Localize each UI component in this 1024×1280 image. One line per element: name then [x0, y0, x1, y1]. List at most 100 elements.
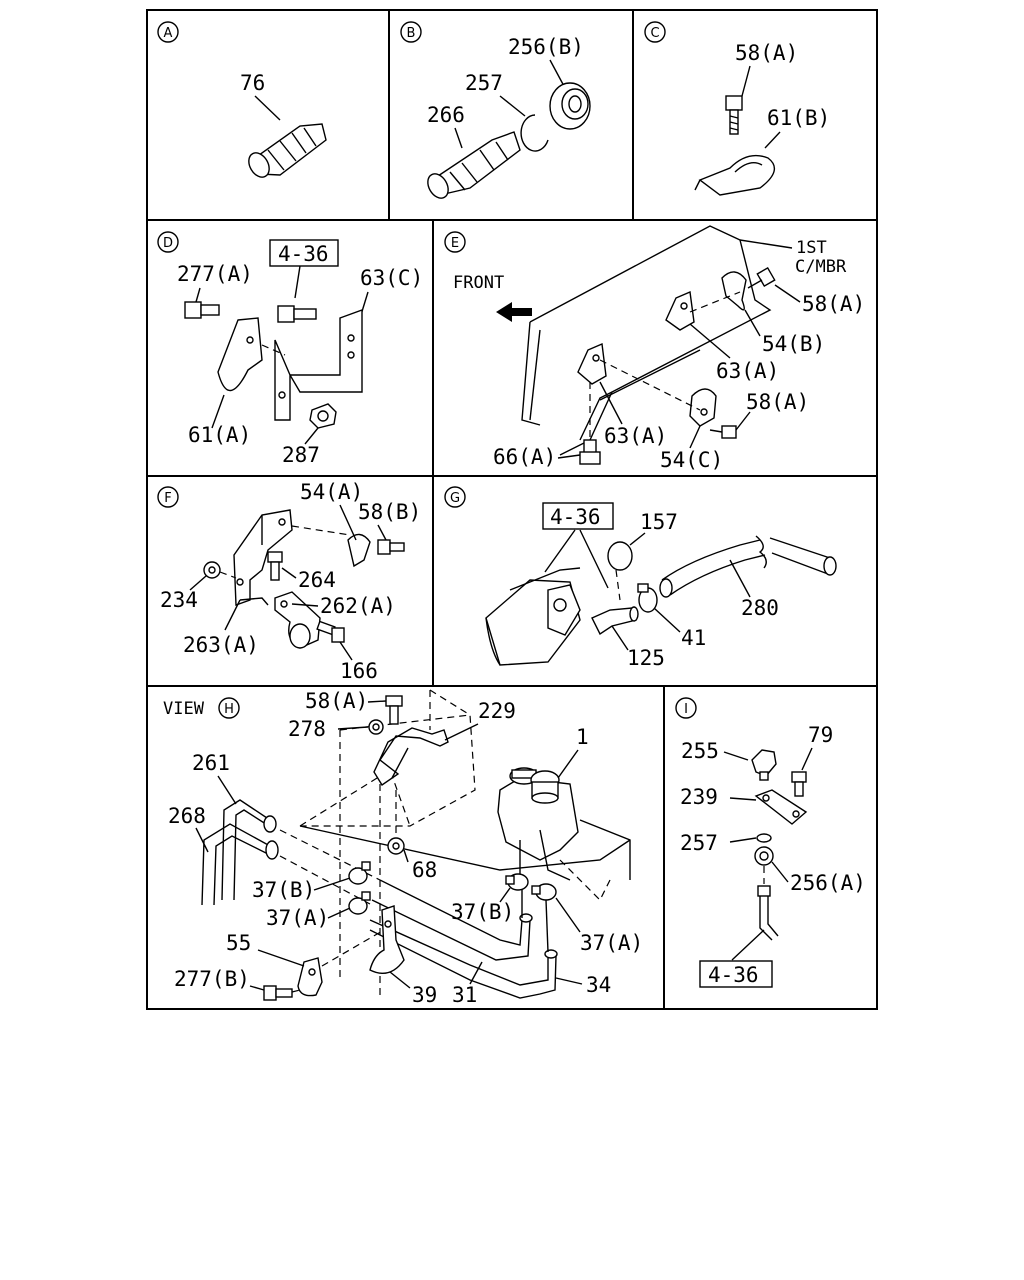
clip-54c: [689, 388, 717, 427]
pump: [485, 567, 581, 666]
nut-234: [203, 561, 221, 579]
bolt-58a: [725, 95, 743, 135]
fitting-76: [248, 123, 327, 178]
label-37b-right: 37(B): [451, 900, 514, 924]
label-255: 255: [681, 739, 719, 763]
label-58a: 58(A): [735, 41, 798, 65]
label-61b: 61(B): [767, 106, 830, 130]
label-268: 268: [168, 804, 206, 828]
panel-i-circle: I: [675, 697, 697, 719]
label-ref-4-36: 4-36: [708, 963, 759, 987]
elbow-125: [591, 606, 639, 636]
clamp-41: [637, 583, 658, 613]
label-61a: 61(A): [188, 423, 251, 447]
bracket-63c: [274, 309, 363, 421]
label-79: 79: [808, 723, 833, 747]
label-55: 55: [226, 931, 251, 955]
clip-61a: [217, 317, 263, 392]
ref-box: [699, 960, 773, 988]
panel-g: G 4-36: [444, 486, 837, 670]
bolt-66a: [579, 439, 601, 465]
ref-box: [269, 239, 339, 267]
reservoir: [497, 767, 579, 881]
label-58a-top: 58(A): [802, 292, 865, 316]
label-63c: 63(C): [360, 266, 423, 290]
ref-box: [542, 502, 614, 530]
label-63a-left: 63(A): [604, 424, 667, 448]
label-1st: 1ST: [796, 238, 827, 258]
label-1: 1: [576, 725, 589, 749]
label-125: 125: [627, 646, 665, 670]
label-257: 257: [680, 831, 718, 855]
svg-text:F: F: [164, 491, 171, 506]
bolt-264: [267, 551, 283, 581]
hose-268: [201, 823, 279, 906]
label-166: 166: [340, 659, 378, 683]
label-76: 76: [240, 71, 265, 95]
panel-h-circle: H: [218, 697, 240, 719]
label-277a: 277(A): [177, 262, 253, 286]
plate-239: [754, 789, 808, 825]
label-256b: 256(B): [508, 35, 584, 59]
clamp-37b-left: [348, 861, 371, 885]
label-54c: 54(C): [660, 448, 723, 472]
svg-text:D: D: [163, 236, 173, 251]
nut-256a: [754, 846, 774, 866]
svg-text:A: A: [164, 26, 173, 41]
svg-text:H: H: [224, 702, 234, 717]
bolt-79: [791, 771, 807, 797]
label-c-mbr: C/MBR: [795, 257, 847, 277]
bolt-58a-bottom: [709, 425, 737, 439]
label-39: 39: [412, 983, 437, 1007]
svg-text:E: E: [451, 236, 459, 251]
cross-member: [521, 225, 772, 456]
panel-frames: [146, 9, 878, 1010]
panel-i: I 255 79 239 257 256(A): [675, 697, 866, 988]
label-37a-left: 37(A): [266, 906, 329, 930]
clip-55: [297, 957, 323, 997]
panel-d-circle: D: [157, 231, 179, 253]
label-54b: 54(B): [762, 332, 825, 356]
panel-a-circle: A: [157, 21, 179, 43]
hose-280: [659, 535, 837, 598]
panel-b: B 256(B) 257 266: [400, 21, 591, 199]
bracket-263a: [233, 509, 293, 606]
label-58a-bottom: 58(A): [746, 390, 809, 414]
svg-text:I: I: [684, 702, 688, 717]
label-66a: 66(A): [493, 445, 556, 469]
pipes: [279, 829, 558, 999]
nut-287: [309, 403, 337, 429]
bolt-277b: [263, 985, 293, 1001]
label-68: 68: [412, 858, 437, 882]
label-31: 31: [452, 983, 477, 1007]
panel-c: C 58(A) 61(B): [644, 21, 830, 196]
label-ref-4-36: 4-36: [278, 242, 329, 266]
label-58a: 58(A): [305, 689, 368, 713]
bolt-58b: [377, 539, 405, 555]
label-157: 157: [640, 510, 678, 534]
svg-text:G: G: [450, 491, 460, 506]
label-278: 278: [288, 717, 326, 741]
ring-157: [607, 541, 633, 571]
panel-f: F: [157, 480, 421, 683]
bracket-229: [373, 727, 449, 786]
bolt-4-36: [277, 305, 317, 323]
bracket-63a-right: [665, 290, 695, 331]
clip-54b: [721, 271, 747, 311]
front-arrow: [496, 302, 532, 322]
label-266: 266: [427, 103, 465, 127]
nut-68: [387, 837, 405, 855]
label-37b-left: 37(B): [252, 878, 315, 902]
clip-61b: [694, 154, 776, 196]
clamp-37a-right: [531, 883, 557, 901]
label-34: 34: [586, 973, 611, 997]
label-264: 264: [298, 568, 336, 592]
clip-262a: [274, 591, 321, 649]
label-41: 41: [681, 626, 706, 650]
panel-f-circle: F: [157, 486, 179, 508]
bolt-58a: [385, 695, 403, 725]
panel-a: A 76: [157, 21, 327, 178]
label-234: 234: [160, 588, 198, 612]
panel-h: VIEW H: [163, 689, 643, 1007]
